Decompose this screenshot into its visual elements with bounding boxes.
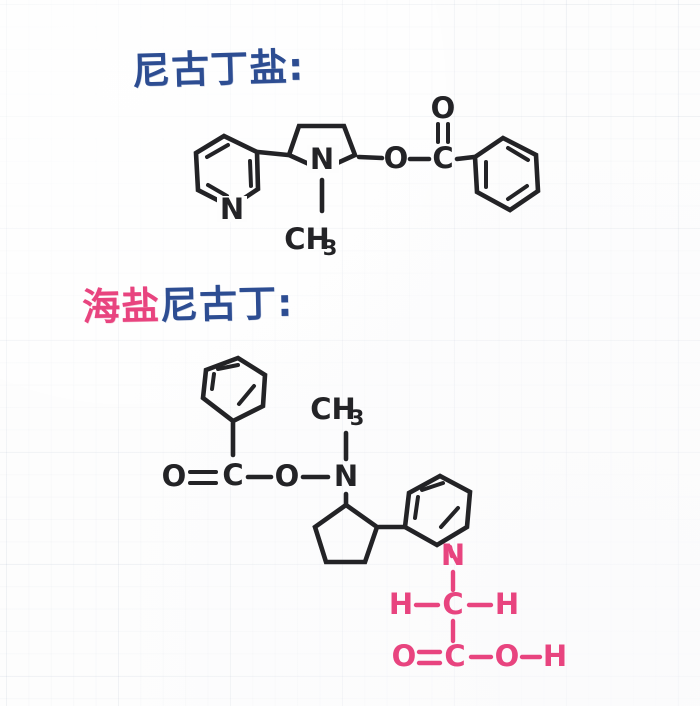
ester-oxygen-label-2: O: [275, 459, 300, 493]
bond-carbonyl-to-phenyl: [454, 154, 477, 162]
pyridine-nitrogen-label: N: [220, 192, 244, 226]
carbonyl-carbon-label: C: [432, 141, 453, 175]
hydrogen-left-label: H: [389, 587, 413, 621]
pyrrolidine-ring: N: [286, 123, 358, 176]
methyl-label-2: CH: [310, 392, 356, 426]
carbonyl-oxygen-label: O: [431, 91, 456, 125]
ester-oxygen-label: O: [384, 141, 409, 175]
carboxyl-hydrogen-label: H: [543, 639, 567, 673]
carbonyl-carbon-label-2: C: [222, 458, 243, 492]
amino-nitrogen-label-pink: N: [441, 538, 465, 572]
cyclopentane-ring: [312, 502, 380, 565]
carbonyl-double-bond: [436, 122, 450, 144]
hydrogen-right-label: H: [495, 587, 519, 621]
carboxyl-oxygen-label: O: [495, 639, 520, 673]
phenyl-ring: [472, 135, 541, 213]
methyl-label: CH: [284, 222, 330, 256]
phenyl-ring-right: [402, 473, 473, 548]
bond-ring-to-ester-oxygen: [356, 154, 385, 161]
amine-nitrogen-label: N: [334, 459, 358, 493]
bond-pyridine-to-pyrrolidine: [255, 149, 291, 158]
pyridine-ring: N: [193, 133, 261, 226]
phenyl-ring-top: [200, 355, 268, 424]
carboxyl-carbon-label: C: [444, 639, 465, 673]
carboxyl-oxygen-double-label: O: [392, 639, 417, 673]
carbonyl-double-bond-2: [188, 470, 218, 485]
pyrrolidine-nitrogen-label: N: [310, 142, 334, 176]
methyl-subscript: 3: [323, 236, 338, 260]
methylene-carbon-label: C: [442, 587, 463, 621]
carbonyl-oxygen-label-2: O: [162, 459, 187, 493]
glycine-group-pink: N H C H O C O H: [389, 538, 567, 673]
methyl-subscript-2: 3: [350, 406, 365, 430]
